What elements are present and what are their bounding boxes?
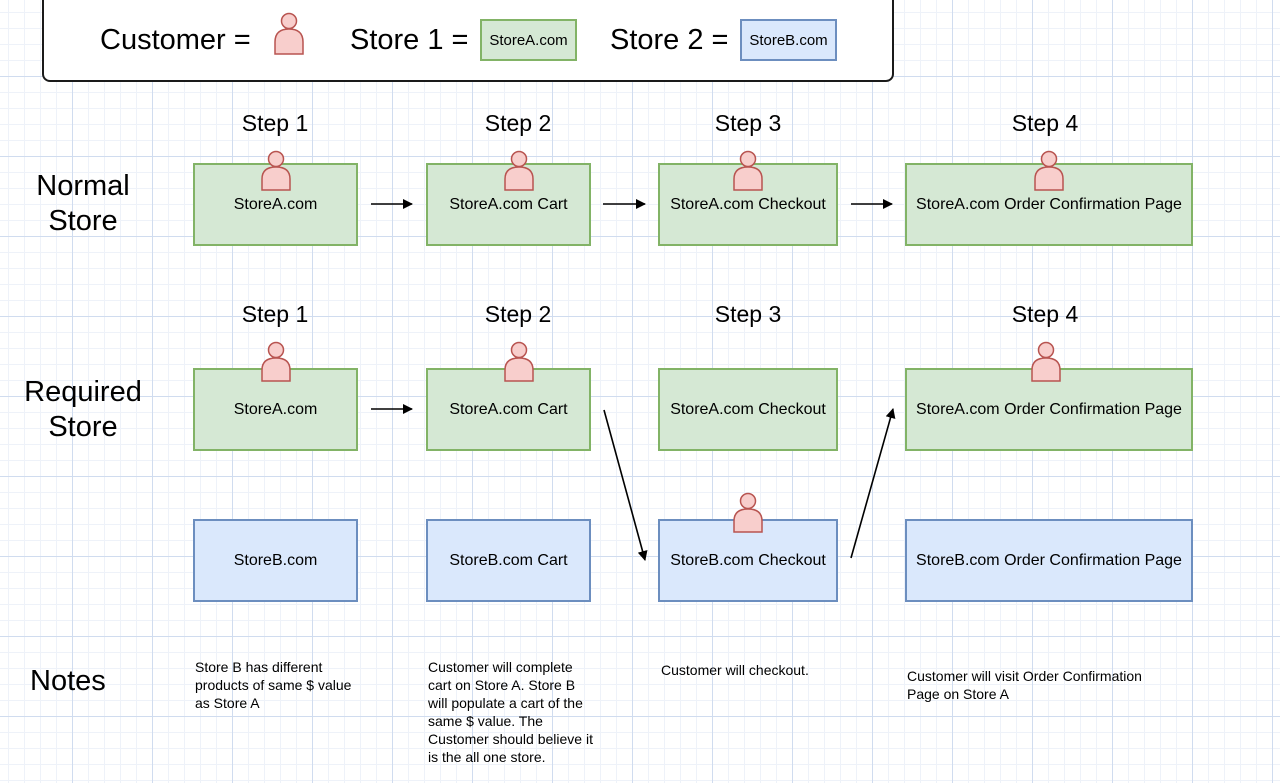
required-step1-customer-icon — [261, 341, 291, 382]
note-step-4-line: Page on Store A — [907, 686, 1009, 702]
required-arrow-cart-to-storeb-checkout — [603, 409, 648, 561]
required-storeb-box: StoreB.com — [193, 519, 358, 602]
normal-step-3: Step 3 — [714, 110, 782, 136]
normal-step-4: Step 4 — [1011, 110, 1079, 136]
note-step-2: Customer will complete cart on Store A. … — [428, 658, 628, 766]
normal-step4-customer-icon — [1034, 150, 1064, 191]
required-step-1: Step 1 — [241, 301, 309, 327]
note-step-4: Customer will visit Order Confirmation P… — [907, 667, 1207, 703]
legend-customer-label: Customer = — [100, 24, 251, 56]
note-step-2-line: will populate a cart of the — [428, 695, 583, 711]
note-step-2-line: same $ value. The — [428, 713, 543, 729]
note-step-1: Store B has different products of same $… — [195, 658, 395, 712]
notes-label: Notes — [30, 665, 106, 697]
normal-step2-customer-icon — [504, 150, 534, 191]
legend-customer-icon — [274, 12, 304, 55]
note-step-1-line: Store B has different — [195, 659, 323, 675]
required-arrow-storeb-checkout-to-confirmation — [850, 408, 896, 559]
required-step-3: Step 3 — [714, 301, 782, 327]
normal-step1-customer-icon — [261, 150, 291, 191]
note-step-3-line: Customer will checkout. — [661, 662, 809, 678]
legend-store1-label: Store 1 = — [350, 24, 469, 56]
required-storea-checkout-box: StoreA.com Checkout — [658, 368, 838, 451]
normal-step-2: Step 2 — [484, 110, 552, 136]
normal-step-1: Step 1 — [241, 110, 309, 136]
required-step2-customer-icon — [504, 341, 534, 382]
note-step-1-line: as Store A — [195, 695, 260, 711]
normal-store-label-line2: Store — [48, 205, 118, 237]
required-step3-customer-icon — [733, 492, 763, 533]
required-step-2: Step 2 — [484, 301, 552, 327]
required-store-label: Required Store — [20, 375, 146, 445]
normal-storea-confirmation-box: StoreA.com Order Confirmation Page — [905, 163, 1193, 246]
normal-step3-customer-icon — [733, 150, 763, 191]
note-step-2-line: cart on Store A. Store B — [428, 677, 576, 693]
legend-store2-label: Store 2 = — [610, 24, 729, 56]
normal-storea-cart-box: StoreA.com Cart — [426, 163, 591, 246]
required-step4-customer-icon — [1031, 341, 1061, 382]
required-storeb-confirmation-box: StoreB.com Order Confirmation Page — [905, 519, 1193, 602]
required-store-label-line2: Store — [48, 411, 118, 443]
note-step-3: Customer will checkout. — [661, 661, 881, 679]
required-storea-box: StoreA.com — [193, 368, 358, 451]
normal-store-label-line1: Normal — [36, 170, 130, 202]
normal-store-label: Normal Store — [20, 169, 146, 239]
legend-store1-chip: StoreA.com — [480, 19, 577, 61]
note-step-4-line: Customer will visit Order Confirmation — [907, 668, 1142, 684]
legend-store2-chip: StoreB.com — [740, 19, 837, 61]
required-storeb-cart-box: StoreB.com Cart — [426, 519, 591, 602]
note-step-2-line: is the all one store. — [428, 749, 546, 765]
note-step-2-line: Customer should believe it — [428, 731, 593, 747]
required-store-label-line1: Required — [24, 376, 142, 408]
note-step-2-line: Customer will complete — [428, 659, 573, 675]
required-step-4: Step 4 — [1011, 301, 1079, 327]
note-step-1-line: products of same $ value — [195, 677, 352, 693]
